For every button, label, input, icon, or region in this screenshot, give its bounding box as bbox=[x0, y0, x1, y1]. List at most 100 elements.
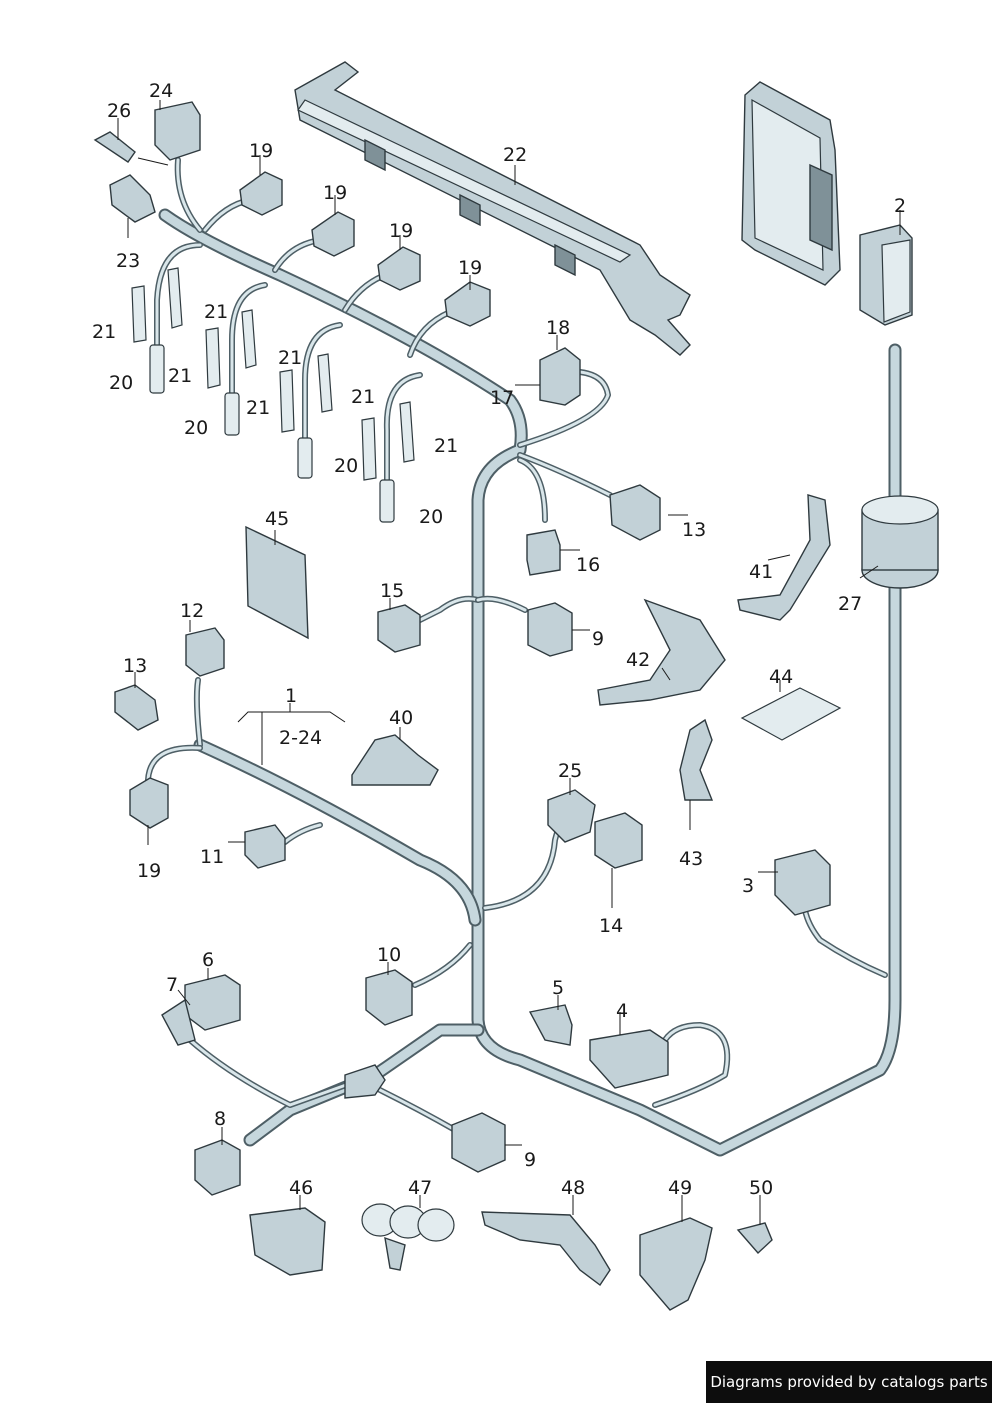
callout-46: 46 bbox=[289, 1177, 313, 1199]
part-41-bracket bbox=[737, 494, 831, 621]
callout-labels: 1 2-24 2 3 4 5 6 7 8 9 9 10 11 12 13 13 … bbox=[92, 80, 906, 1199]
part-5-clip bbox=[528, 1004, 573, 1046]
harness-trunks bbox=[158, 208, 902, 1157]
callout-15: 15 bbox=[380, 580, 404, 602]
callout-49: 49 bbox=[668, 1177, 692, 1199]
part-19-sensor-d bbox=[444, 281, 491, 327]
part-20-sleeve-c bbox=[297, 437, 313, 479]
callout-9-b: 9 bbox=[524, 1149, 536, 1171]
part-13-connector-b bbox=[114, 684, 159, 731]
part-11-connector bbox=[244, 824, 286, 869]
part-6-connector bbox=[184, 974, 241, 1031]
callout-43: 43 bbox=[679, 848, 703, 870]
callout-18: 18 bbox=[546, 317, 570, 339]
part-25-elbow-connector bbox=[547, 789, 596, 843]
part-9-connector-a bbox=[527, 602, 573, 657]
callout-21-b: 21 bbox=[204, 301, 228, 323]
callout-7: 7 bbox=[166, 974, 178, 996]
callout-20-d: 20 bbox=[419, 506, 443, 528]
callout-20-c: 20 bbox=[334, 455, 358, 477]
callout-6: 6 bbox=[202, 949, 214, 971]
part-19-sensor-e bbox=[129, 777, 169, 829]
part-23-sensor bbox=[109, 174, 156, 223]
callout-47: 47 bbox=[408, 1177, 432, 1199]
part-22-harness-guide-rail bbox=[294, 61, 691, 356]
callout-13-b: 13 bbox=[123, 655, 147, 677]
callout-17: 17 bbox=[490, 387, 514, 409]
callout-48: 48 bbox=[561, 1177, 585, 1199]
part-19-sensor-b bbox=[311, 211, 355, 257]
part-43-clip bbox=[679, 718, 714, 801]
callout-5: 5 bbox=[552, 977, 564, 999]
callout-21-g: 21 bbox=[434, 435, 458, 457]
callout-21-e: 21 bbox=[246, 397, 270, 419]
callout-41: 41 bbox=[749, 561, 773, 583]
part-13-connector-a bbox=[609, 484, 661, 541]
part-19-sensor-a bbox=[239, 171, 283, 216]
attribution-text: Diagrams provided by catalogs parts bbox=[710, 1373, 988, 1391]
t-junction-clip bbox=[344, 1064, 386, 1099]
part-50-clip bbox=[736, 1222, 773, 1255]
callout-13-a: 13 bbox=[682, 519, 706, 541]
part-16-connector bbox=[526, 529, 561, 576]
part-24-connector bbox=[154, 101, 201, 161]
part-19-sensor-c bbox=[377, 246, 421, 291]
callout-21-f: 21 bbox=[351, 386, 375, 408]
callout-19-a: 19 bbox=[249, 140, 273, 162]
part-20-sleeve-b bbox=[224, 392, 240, 436]
part-40-bracket bbox=[351, 734, 439, 786]
callout-21-a: 21 bbox=[92, 321, 116, 343]
callout-44: 44 bbox=[769, 666, 793, 688]
part-21-seals bbox=[131, 267, 415, 481]
callout-9-a: 9 bbox=[592, 628, 604, 650]
callout-19-b: 19 bbox=[323, 182, 347, 204]
callout-19-d: 19 bbox=[458, 257, 482, 279]
branch-wires bbox=[145, 157, 888, 1133]
part-48-bracket bbox=[481, 1211, 611, 1287]
part-49-bracket bbox=[639, 1217, 713, 1311]
part-2-main-connector bbox=[859, 224, 913, 326]
part-20-sleeve-d bbox=[379, 479, 395, 523]
callout-26: 26 bbox=[107, 100, 131, 122]
part-20-sleeve-a bbox=[149, 344, 165, 394]
callout-3: 3 bbox=[742, 875, 754, 897]
callout-23: 23 bbox=[116, 250, 140, 272]
part-10-connector bbox=[365, 969, 413, 1026]
callout-8: 8 bbox=[214, 1108, 226, 1130]
part-27-grommet bbox=[861, 495, 939, 589]
callout-12: 12 bbox=[180, 600, 204, 622]
callout-1: 1 bbox=[285, 685, 297, 707]
part-47-cable-ties bbox=[361, 1203, 455, 1271]
part-12-connector bbox=[185, 627, 225, 677]
callout-22: 22 bbox=[503, 144, 527, 166]
callout-50: 50 bbox=[749, 1177, 773, 1199]
callout-4: 4 bbox=[616, 1000, 628, 1022]
part-42-bracket bbox=[597, 598, 726, 706]
part-15-connector bbox=[377, 604, 421, 653]
callout-27: 27 bbox=[838, 593, 862, 615]
callout-24: 24 bbox=[149, 80, 173, 102]
callout-10: 10 bbox=[377, 944, 401, 966]
callout-25: 25 bbox=[558, 760, 582, 782]
part-45-plate bbox=[245, 525, 309, 640]
callout-11: 11 bbox=[200, 846, 224, 868]
callout-21-c: 21 bbox=[168, 365, 192, 387]
part-26-clip bbox=[93, 131, 136, 163]
callout-16: 16 bbox=[576, 554, 600, 576]
part-8-connector bbox=[194, 1139, 241, 1196]
control-unit bbox=[741, 81, 841, 286]
callout-20-a: 20 bbox=[109, 372, 133, 394]
callout-40: 40 bbox=[389, 707, 413, 729]
callout-45: 45 bbox=[265, 508, 289, 530]
callout-20-b: 20 bbox=[184, 417, 208, 439]
callout-19-e: 19 bbox=[137, 860, 161, 882]
part-14-connector bbox=[594, 812, 643, 869]
part-44-plate bbox=[740, 687, 842, 741]
callout-2: 2 bbox=[894, 195, 906, 217]
callout-2-24: 2-24 bbox=[279, 727, 322, 749]
callout-14: 14 bbox=[599, 915, 623, 937]
callout-21-d: 21 bbox=[278, 347, 302, 369]
callout-42: 42 bbox=[626, 649, 650, 671]
part-46-cover bbox=[249, 1207, 326, 1276]
